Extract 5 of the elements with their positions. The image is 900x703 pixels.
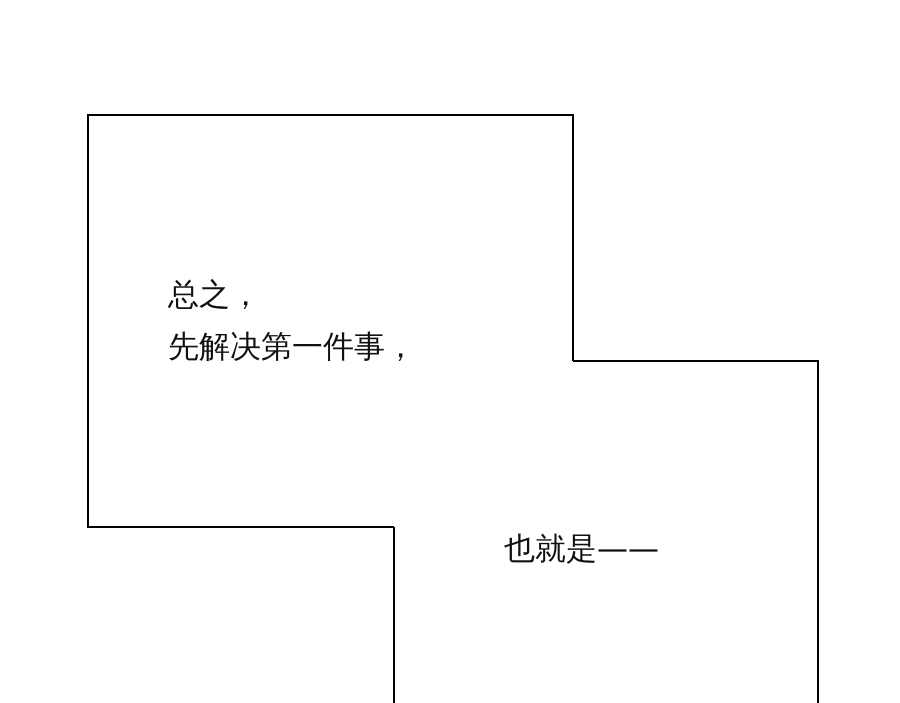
caption-text: 总之， <box>168 276 261 315</box>
caption-box <box>394 361 818 703</box>
caption-box <box>88 115 573 527</box>
caption-text: 先解决第一件事， <box>168 328 416 367</box>
caption-text: 也就是—— <box>504 530 659 569</box>
